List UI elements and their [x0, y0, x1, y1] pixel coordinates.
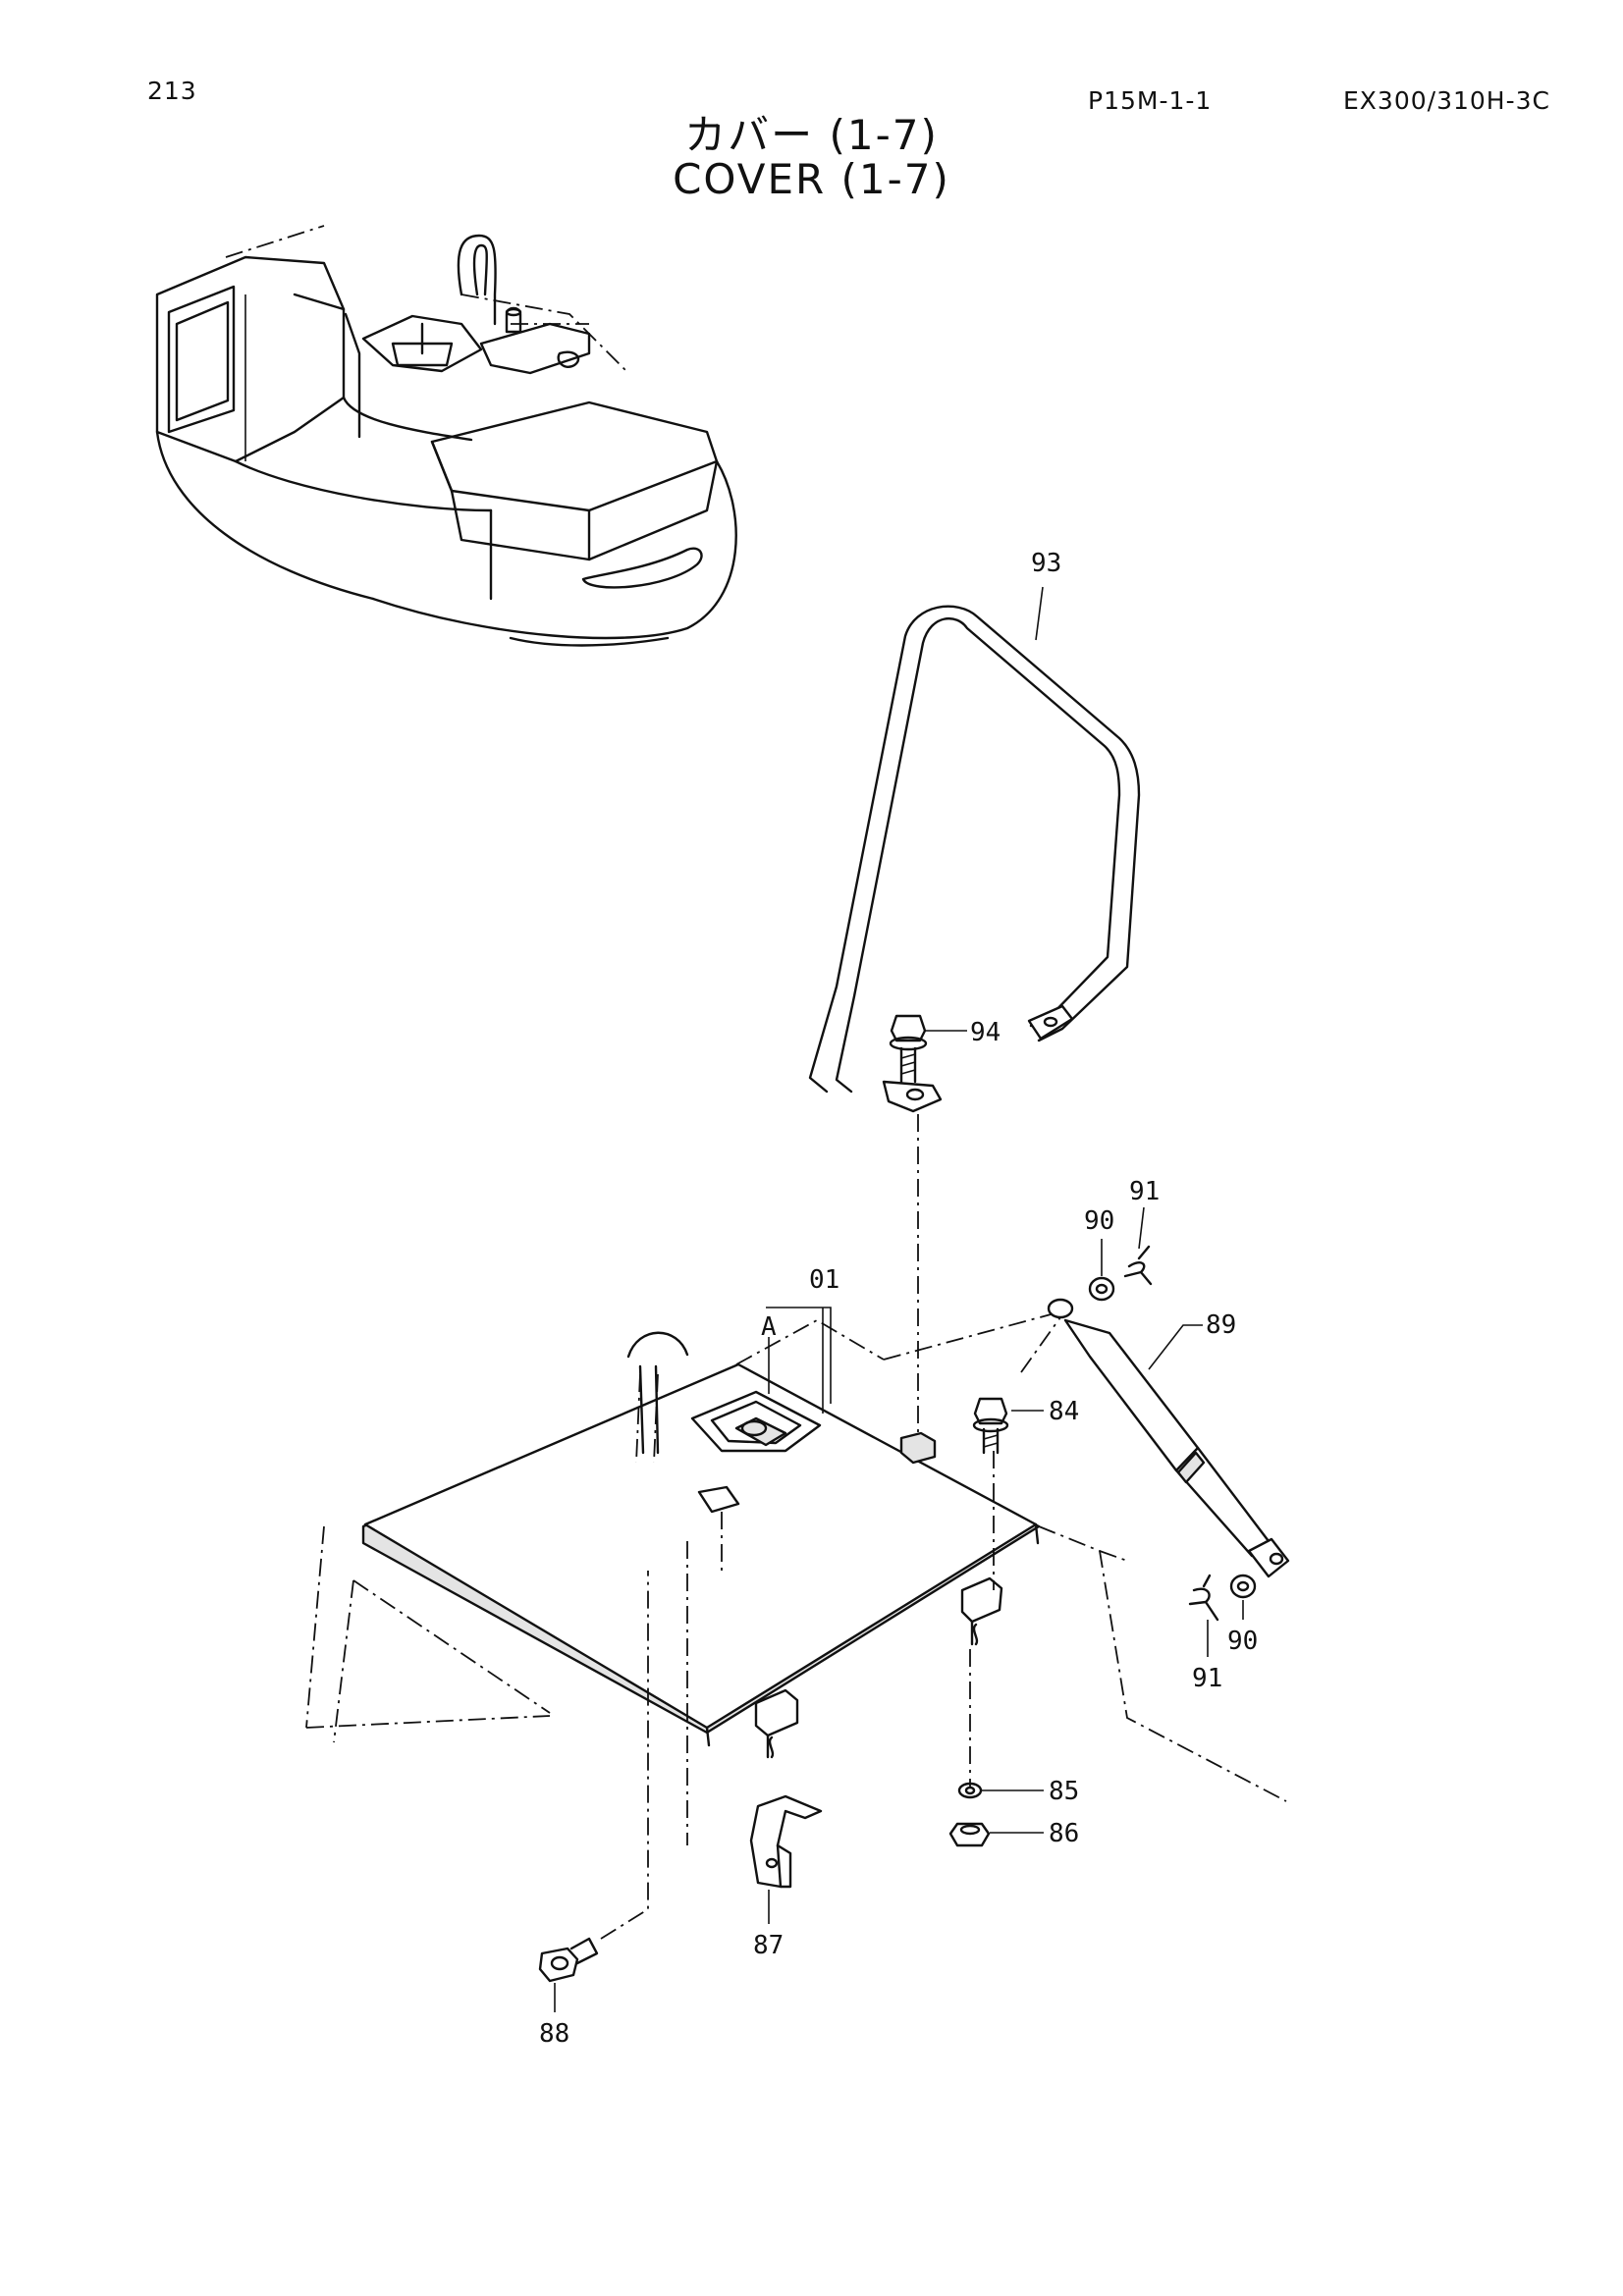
washer-85 — [957, 1782, 983, 1799]
bolt-84 — [972, 1397, 1009, 1455]
cover-plate-01 — [361, 1309, 1066, 1845]
gas-spring-89 — [1047, 1298, 1290, 1578]
washer-90-bottom — [1229, 1574, 1257, 1599]
label-90-top: 90 — [1084, 1206, 1114, 1236]
page-number: 213 — [147, 77, 197, 105]
spacer-block — [899, 1431, 937, 1465]
latch-fitting-87 — [749, 1794, 823, 1889]
hinge-brackets — [754, 1576, 1003, 1759]
label-93: 93 — [1031, 549, 1061, 578]
title-japanese: カバー (1-7) — [684, 111, 939, 159]
label-88: 88 — [539, 2019, 569, 2049]
label-86: 86 — [1049, 1819, 1079, 1848]
page-code: P15M-1-1 — [1088, 86, 1213, 115]
excavator-overview-illustration — [155, 225, 737, 647]
label-A: A — [761, 1312, 777, 1342]
part-labels: 93 94 01 A 84 85 86 87 88 89 90 91 90 91 — [539, 549, 1258, 2049]
bolt-94 — [889, 1014, 928, 1084]
label-84: 84 — [1049, 1397, 1079, 1426]
frame-outline — [305, 1525, 1287, 1802]
handrail-93 — [808, 605, 1141, 1113]
label-85: 85 — [1049, 1777, 1079, 1806]
label-94: 94 — [970, 1018, 1001, 1047]
nut-86 — [948, 1822, 991, 1847]
leader-lines — [554, 586, 1244, 2012]
bolt-88 — [538, 1937, 599, 1983]
title-english: COVER (1-7) — [673, 155, 950, 203]
label-89: 89 — [1206, 1310, 1236, 1340]
washer-90-top — [1088, 1276, 1115, 1302]
clip-91-top — [1123, 1245, 1153, 1286]
label-87: 87 — [753, 1931, 784, 1960]
label-91-top: 91 — [1129, 1177, 1160, 1206]
label-90-bottom: 90 — [1227, 1627, 1258, 1656]
clip-91-bottom — [1188, 1574, 1219, 1622]
model-number: EX300/310H-3C — [1343, 86, 1550, 115]
label-91-bottom: 91 — [1192, 1664, 1222, 1693]
label-01: 01 — [809, 1265, 839, 1295]
